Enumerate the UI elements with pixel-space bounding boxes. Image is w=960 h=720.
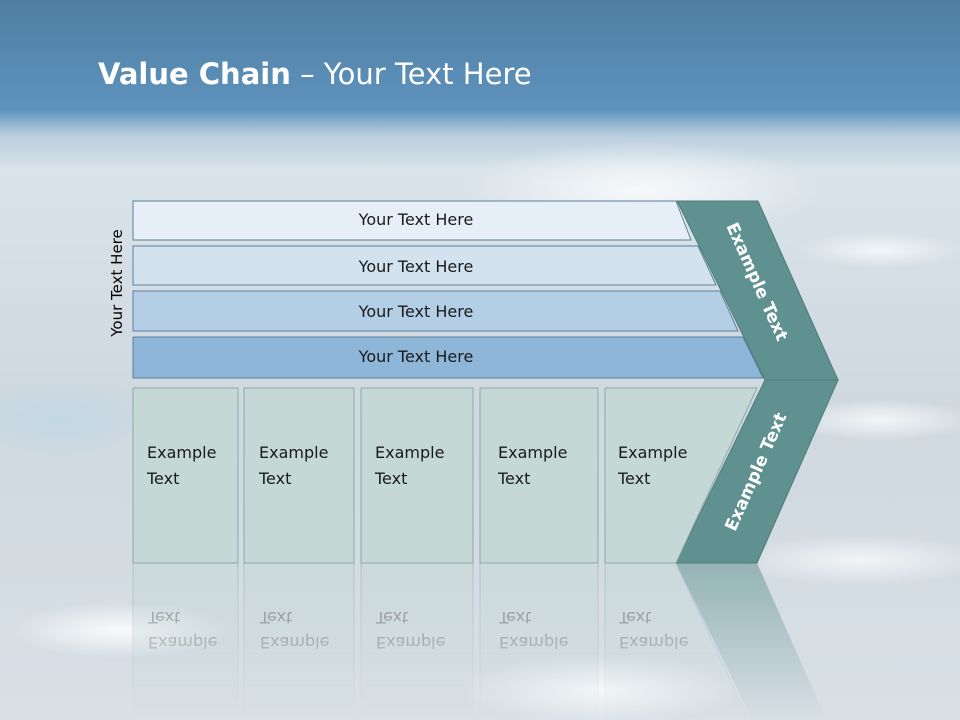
reflection-chevron [676,563,827,720]
reflection-text: Text [618,608,651,627]
value-box [604,387,758,564]
title-bold: Value Chain [98,57,291,91]
value-box [360,387,474,564]
box-text-line1: Example [375,443,444,462]
reflection-box [132,562,239,720]
box-text-line1: Example [147,443,216,462]
box-text-line2: Text [617,469,650,488]
box-text-line2: Text [258,469,291,488]
slide-title: Value Chain – Your Text Here [98,52,532,96]
box-text-line2: Text [146,469,179,488]
reflection-text: Example [499,633,568,652]
reflection-text: Example [148,633,217,652]
diagram-reflection: Example Text Example Text Example Text E… [132,562,827,720]
box-text-line1: Example [498,443,567,462]
reflection-text: Example [260,633,329,652]
reflection-text: Text [259,608,292,627]
box-text-line2: Text [497,469,530,488]
row-label: Your Text Here [358,347,474,366]
row-bar [132,336,764,379]
row-label: Your Text Here [358,210,474,229]
reflection-box [243,562,355,720]
box-text-line1: Example [618,443,687,462]
reflection-box [360,562,474,720]
reflection-text: Example [376,633,445,652]
box-text-line2: Text [374,469,407,488]
row-bar [132,245,717,286]
reflection-text: Text [147,608,180,627]
row-label: Your Text Here [358,302,474,321]
title-rest: – Your Text Here [290,57,532,91]
value-box [479,387,599,564]
reflection-text: Text [498,608,531,627]
reflection-box [479,562,599,720]
reflection-text: Example [619,633,688,652]
box-text-line1: Example [259,443,328,462]
chevron-lower-arm [675,379,839,564]
row-bar [132,290,739,332]
reflection-text: Text [375,608,408,627]
row-label: Your Text Here [358,257,474,276]
row-bar [132,200,692,241]
value-box [132,387,239,564]
value-box [243,387,355,564]
